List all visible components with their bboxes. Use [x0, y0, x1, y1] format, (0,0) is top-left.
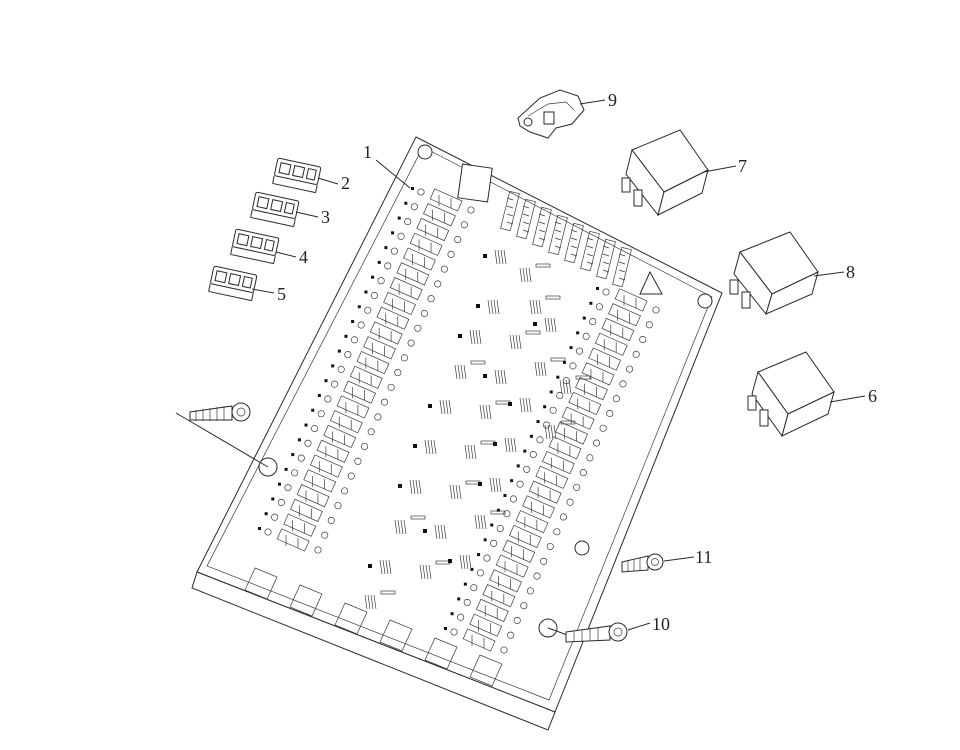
- callout-10: 10: [652, 614, 670, 634]
- callout-7: 7: [738, 156, 747, 176]
- fuse-column-left: [258, 187, 475, 554]
- bottom-connector-slots: [244, 567, 503, 687]
- blade-fuse-5: [208, 265, 258, 302]
- screw-left: [175, 402, 269, 468]
- screw-10: [547, 622, 628, 643]
- relay-6: [747, 351, 835, 438]
- blade-fuse-2: [272, 157, 322, 194]
- callout-labels: 1 2 3 4 5 6 7 8 9 10 11: [277, 90, 877, 634]
- leader-lines: [251, 99, 866, 631]
- relay-8: [729, 231, 819, 316]
- blade-fuse-3: [250, 191, 300, 228]
- screw-11: [621, 553, 664, 573]
- callout-2: 2: [341, 173, 350, 193]
- callout-11: 11: [695, 547, 712, 567]
- relay-7: [621, 129, 709, 217]
- fuse-puller-clip-9: [517, 89, 585, 139]
- board-center-components: [364, 249, 591, 610]
- callout-4: 4: [299, 247, 308, 267]
- callout-9: 9: [608, 90, 617, 110]
- callout-3: 3: [321, 207, 330, 227]
- callout-8: 8: [846, 262, 855, 282]
- callout-5: 5: [277, 284, 286, 304]
- mini-fuse-strip: [500, 190, 632, 288]
- fuse-column-right: [444, 287, 660, 654]
- callout-1: 1: [363, 142, 372, 162]
- callout-6: 6: [868, 386, 877, 406]
- fuse-relay-board: [191, 136, 723, 731]
- blade-fuse-4: [230, 228, 280, 265]
